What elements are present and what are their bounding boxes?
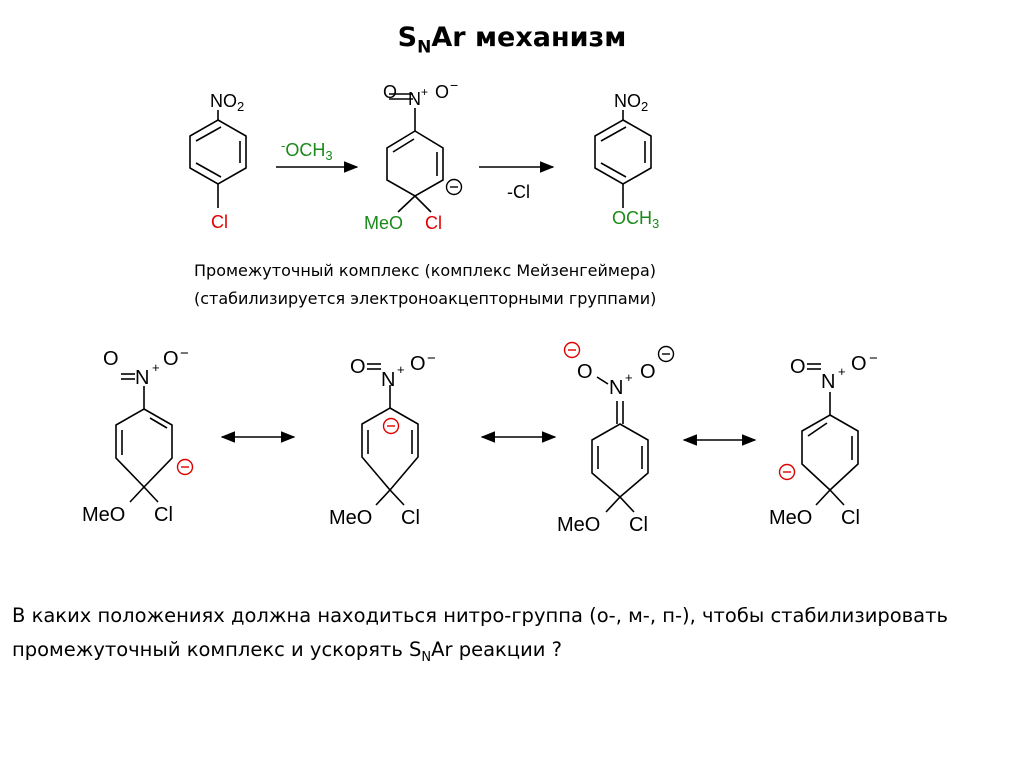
nitro-label: NO2 — [210, 91, 244, 114]
res3-oxygen-2: O — [640, 361, 656, 383]
res2-chloro: Cl — [401, 507, 420, 529]
intermediate-oxygen-2: O — [435, 82, 449, 102]
res1-oxygen-2: O — [163, 348, 179, 370]
negative-charge-icon — [563, 341, 581, 359]
res2-oxygen-2: O — [410, 353, 426, 375]
res3-chloro: Cl — [629, 514, 648, 536]
product-ring — [594, 110, 652, 208]
negative-charge-icon — [657, 345, 675, 363]
chloro-label: Cl — [211, 212, 228, 232]
intermediate-nitrogen: N — [408, 89, 421, 109]
res4-minus: − — [869, 350, 878, 367]
meisenheimer-caption: Промежуточный комплекс (комплекс Мейзенг… — [194, 257, 656, 313]
res1-chloro: Cl — [154, 504, 173, 526]
leaving-group-label: -Cl — [507, 182, 530, 202]
intermediate-ring — [386, 93, 444, 213]
res1-oxygen-1: O — [103, 348, 119, 370]
starting-material-ring — [189, 110, 247, 208]
negative-charge-icon — [382, 417, 400, 435]
res3-oxygen-1: O — [577, 361, 593, 383]
res3-methoxy: MeO — [557, 514, 600, 536]
resonance-structure-1 — [115, 373, 173, 503]
res4-oxygen-1: O — [790, 356, 806, 378]
res4-nitrogen: N — [821, 371, 835, 393]
question-line-2: промежуточный комплекс и ускорять SNAr р… — [12, 638, 562, 665]
question-line-1: В каких положениях должна находиться нит… — [12, 604, 948, 627]
intermediate-methoxy: MeO — [364, 213, 403, 233]
negative-charge-icon — [778, 463, 796, 481]
res1-minus: − — [180, 345, 189, 362]
negative-charge-icon — [445, 178, 463, 196]
res4-plus: + — [838, 364, 846, 379]
res2-nitrogen: N — [381, 369, 395, 391]
resonance-structure-2 — [361, 363, 419, 506]
product-methoxy-label: OCH3 — [612, 208, 659, 231]
res1-methoxy: MeO — [82, 504, 125, 526]
res4-oxygen-2: O — [851, 353, 867, 375]
res3-nitrogen: N — [609, 377, 623, 399]
caption-line-2: (стабилизируется электроноакцепторными г… — [194, 289, 657, 308]
res1-plus: + — [152, 360, 160, 375]
intermediate-plus: + — [421, 85, 428, 99]
res2-methoxy: MeO — [329, 507, 372, 529]
resonance-structure-3 — [591, 376, 649, 513]
intermediate-chloro: Cl — [425, 213, 442, 233]
resonance-structure-4 — [801, 363, 859, 506]
intermediate-oxygen-1: O — [383, 82, 397, 102]
res3-plus: + — [625, 370, 633, 385]
res4-chloro: Cl — [841, 507, 860, 529]
reagent-label: -OCH3 — [281, 138, 333, 163]
negative-charge-icon — [176, 458, 194, 476]
res4-methoxy: MeO — [769, 507, 812, 529]
page-title: SNAr механизм — [397, 22, 627, 58]
res2-plus: + — [397, 362, 405, 377]
intermediate-minus: − — [450, 77, 458, 93]
product-nitro-label: NO2 — [614, 91, 648, 114]
res2-oxygen-1: O — [350, 356, 366, 378]
caption-line-1: Промежуточный комплекс (комплекс Мейзенг… — [194, 261, 656, 280]
res1-nitrogen: N — [135, 367, 149, 389]
question-text: В каких положениях должна находиться нит… — [12, 599, 1012, 675]
res2-minus: − — [427, 350, 436, 367]
